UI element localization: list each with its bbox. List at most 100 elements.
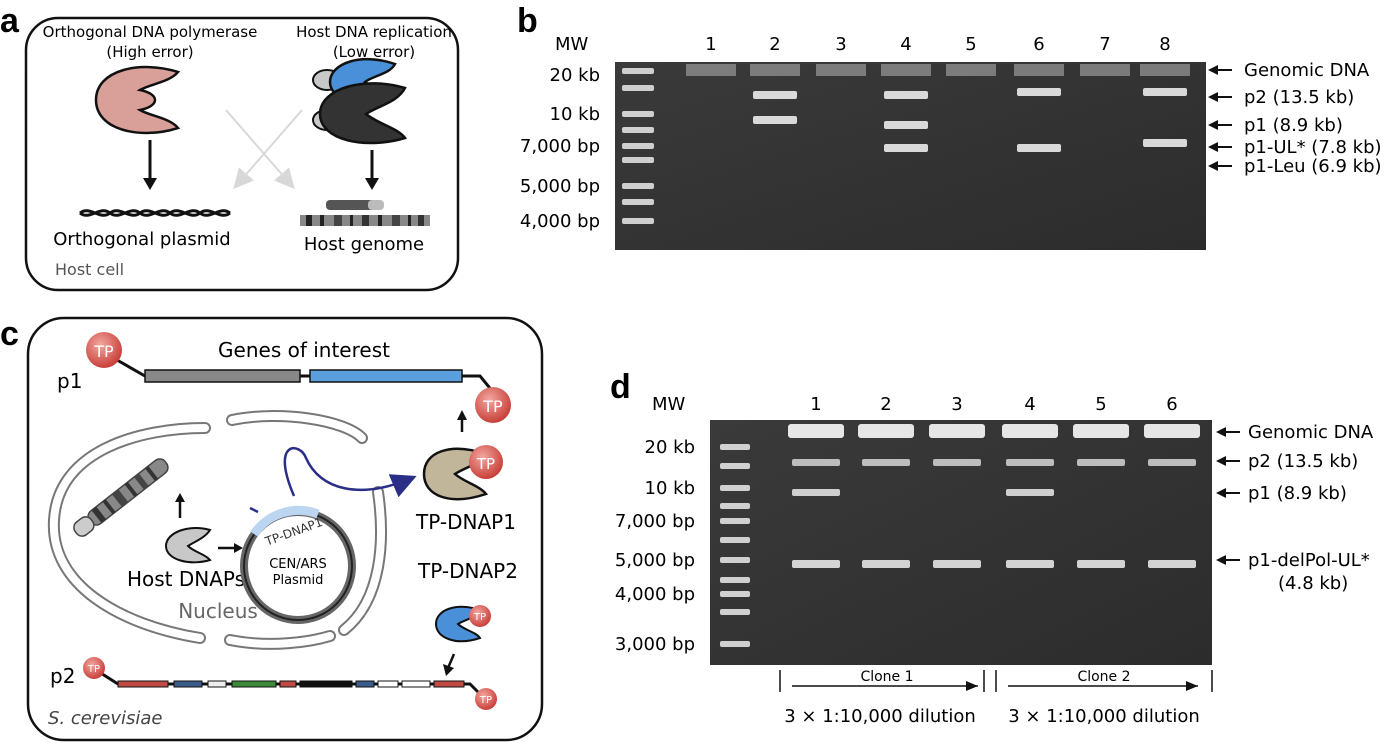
dilution2-label: 3 × 1:10,000 dilution [1008,706,1200,727]
ladder-band [720,518,750,524]
genomic-band [946,64,996,76]
p2-band [792,459,840,466]
p2-genes [117,680,465,688]
tp-dnap2-label: TP-DNAP2 [417,559,518,583]
genes-of-interest-label: Genes of interest [218,338,390,362]
band-arrow-icon [1216,488,1226,498]
marker-label: 5,000 bp [520,176,600,197]
ladder-band [720,591,750,597]
ortho-polymerase-icon [94,65,181,135]
p1-delpol-band [792,560,840,568]
lane-label: 1 [705,34,716,55]
band-label: p2 (13.5 kb) [1244,87,1354,108]
yeast-cell-box [26,316,544,742]
dna-band [884,144,928,152]
p2-band [1077,459,1125,466]
marker-label: 7,000 bp [615,511,695,532]
svg-text:TP: TP [87,664,100,675]
clone2-label: Clone 2 [1077,669,1130,685]
dilution1-label: 3 × 1:10,000 dilution [784,706,976,727]
p2-band [1006,459,1054,466]
ladder-band [720,537,750,543]
host-dnap-icon [164,527,212,564]
ladder-band [720,609,750,615]
ladder-band [622,183,654,189]
ladder-band [622,68,654,74]
tp-protein-icon [86,332,122,368]
p1-gene-blue [309,369,463,383]
tp-protein-icon [469,605,491,627]
tp-dnap2-icon [434,605,482,643]
marker-label: 20 kb [550,65,600,86]
gel-b [615,62,1206,250]
band-arrow-icon [1208,120,1218,130]
genomic-band [1144,424,1200,438]
lane-label: 2 [880,394,891,415]
dna-band [884,91,928,99]
p2-band [862,459,910,466]
svg-text:TP: TP [479,695,492,706]
band-arrow-icon [1208,92,1218,102]
p1-delpol-band [933,560,981,568]
ladder-band [622,85,654,91]
ortho-title-2: (High error) [106,43,193,61]
tp-dnap1-label: TP-DNAP1 [415,510,516,534]
genomic-band [1014,64,1064,76]
lane-label: 4 [1024,394,1035,415]
lane-label: 7 [1099,34,1110,55]
marker-label: 4,000 bp [520,211,600,232]
expression-arrow [283,446,417,498]
genomic-band [686,64,736,76]
cross-arrow-1 [225,109,295,190]
svg-text:TP: TP [93,342,114,361]
genomic-band [1002,424,1058,438]
ladder-band [622,127,654,133]
gel-d [710,420,1212,665]
genomic-band [1140,64,1190,76]
tp-protein-icon [469,445,503,479]
lane-label: 6 [1166,394,1177,415]
panel-d-mw-label: MW [652,394,686,415]
dna-band [753,91,797,99]
chromosome-small-icon [326,200,382,210]
lane-label: 2 [769,34,780,55]
lane-label: 3 [951,394,962,415]
dna-band [1143,139,1187,147]
lane-label: 1 [810,394,821,415]
clone1-label: Clone 1 [860,669,913,685]
p1-delpol-band [862,560,910,568]
band-label: p2 (13.5 kb) [1248,451,1358,472]
genomic-band [929,424,985,438]
p1-gene-gray [144,369,301,383]
p2-label: p2 [50,664,75,688]
host-replisome-icon [312,57,408,145]
genomic-band [1080,64,1130,76]
svg-text:TP: TP [482,397,503,416]
tp-protein-icon [83,657,105,679]
chromosome-icon [73,458,169,537]
p1-delpol-band [1077,560,1125,568]
band-arrow-icon [1208,65,1218,75]
dna-band [884,121,928,129]
genomic-band [788,424,844,438]
marker-label: 3,000 bp [615,634,695,655]
band-label: p1-Leu (6.9 kb) [1244,156,1382,177]
p2-band [1148,459,1196,466]
svg-text:TP: TP [476,455,495,473]
p1-band [1006,489,1054,496]
cross-arrow-2 [233,109,303,190]
genome-label: Host genome [304,234,424,255]
panel-c: c p1 Genes of interest TP TP Nucleus [0,315,544,742]
p1-band [792,489,840,496]
band-label: p1 (8.9 kb) [1248,483,1347,504]
lane-label: 5 [1095,394,1106,415]
genomic-band [816,64,866,76]
marker-label: 7,000 bp [520,136,600,157]
tp-protein-icon [475,688,497,710]
ladder-band [622,111,654,117]
band-label: p1-UL* (7.8 kb) [1244,137,1382,158]
lane-label: 8 [1159,34,1170,55]
plasmid-label-2: Plasmid [273,573,324,588]
